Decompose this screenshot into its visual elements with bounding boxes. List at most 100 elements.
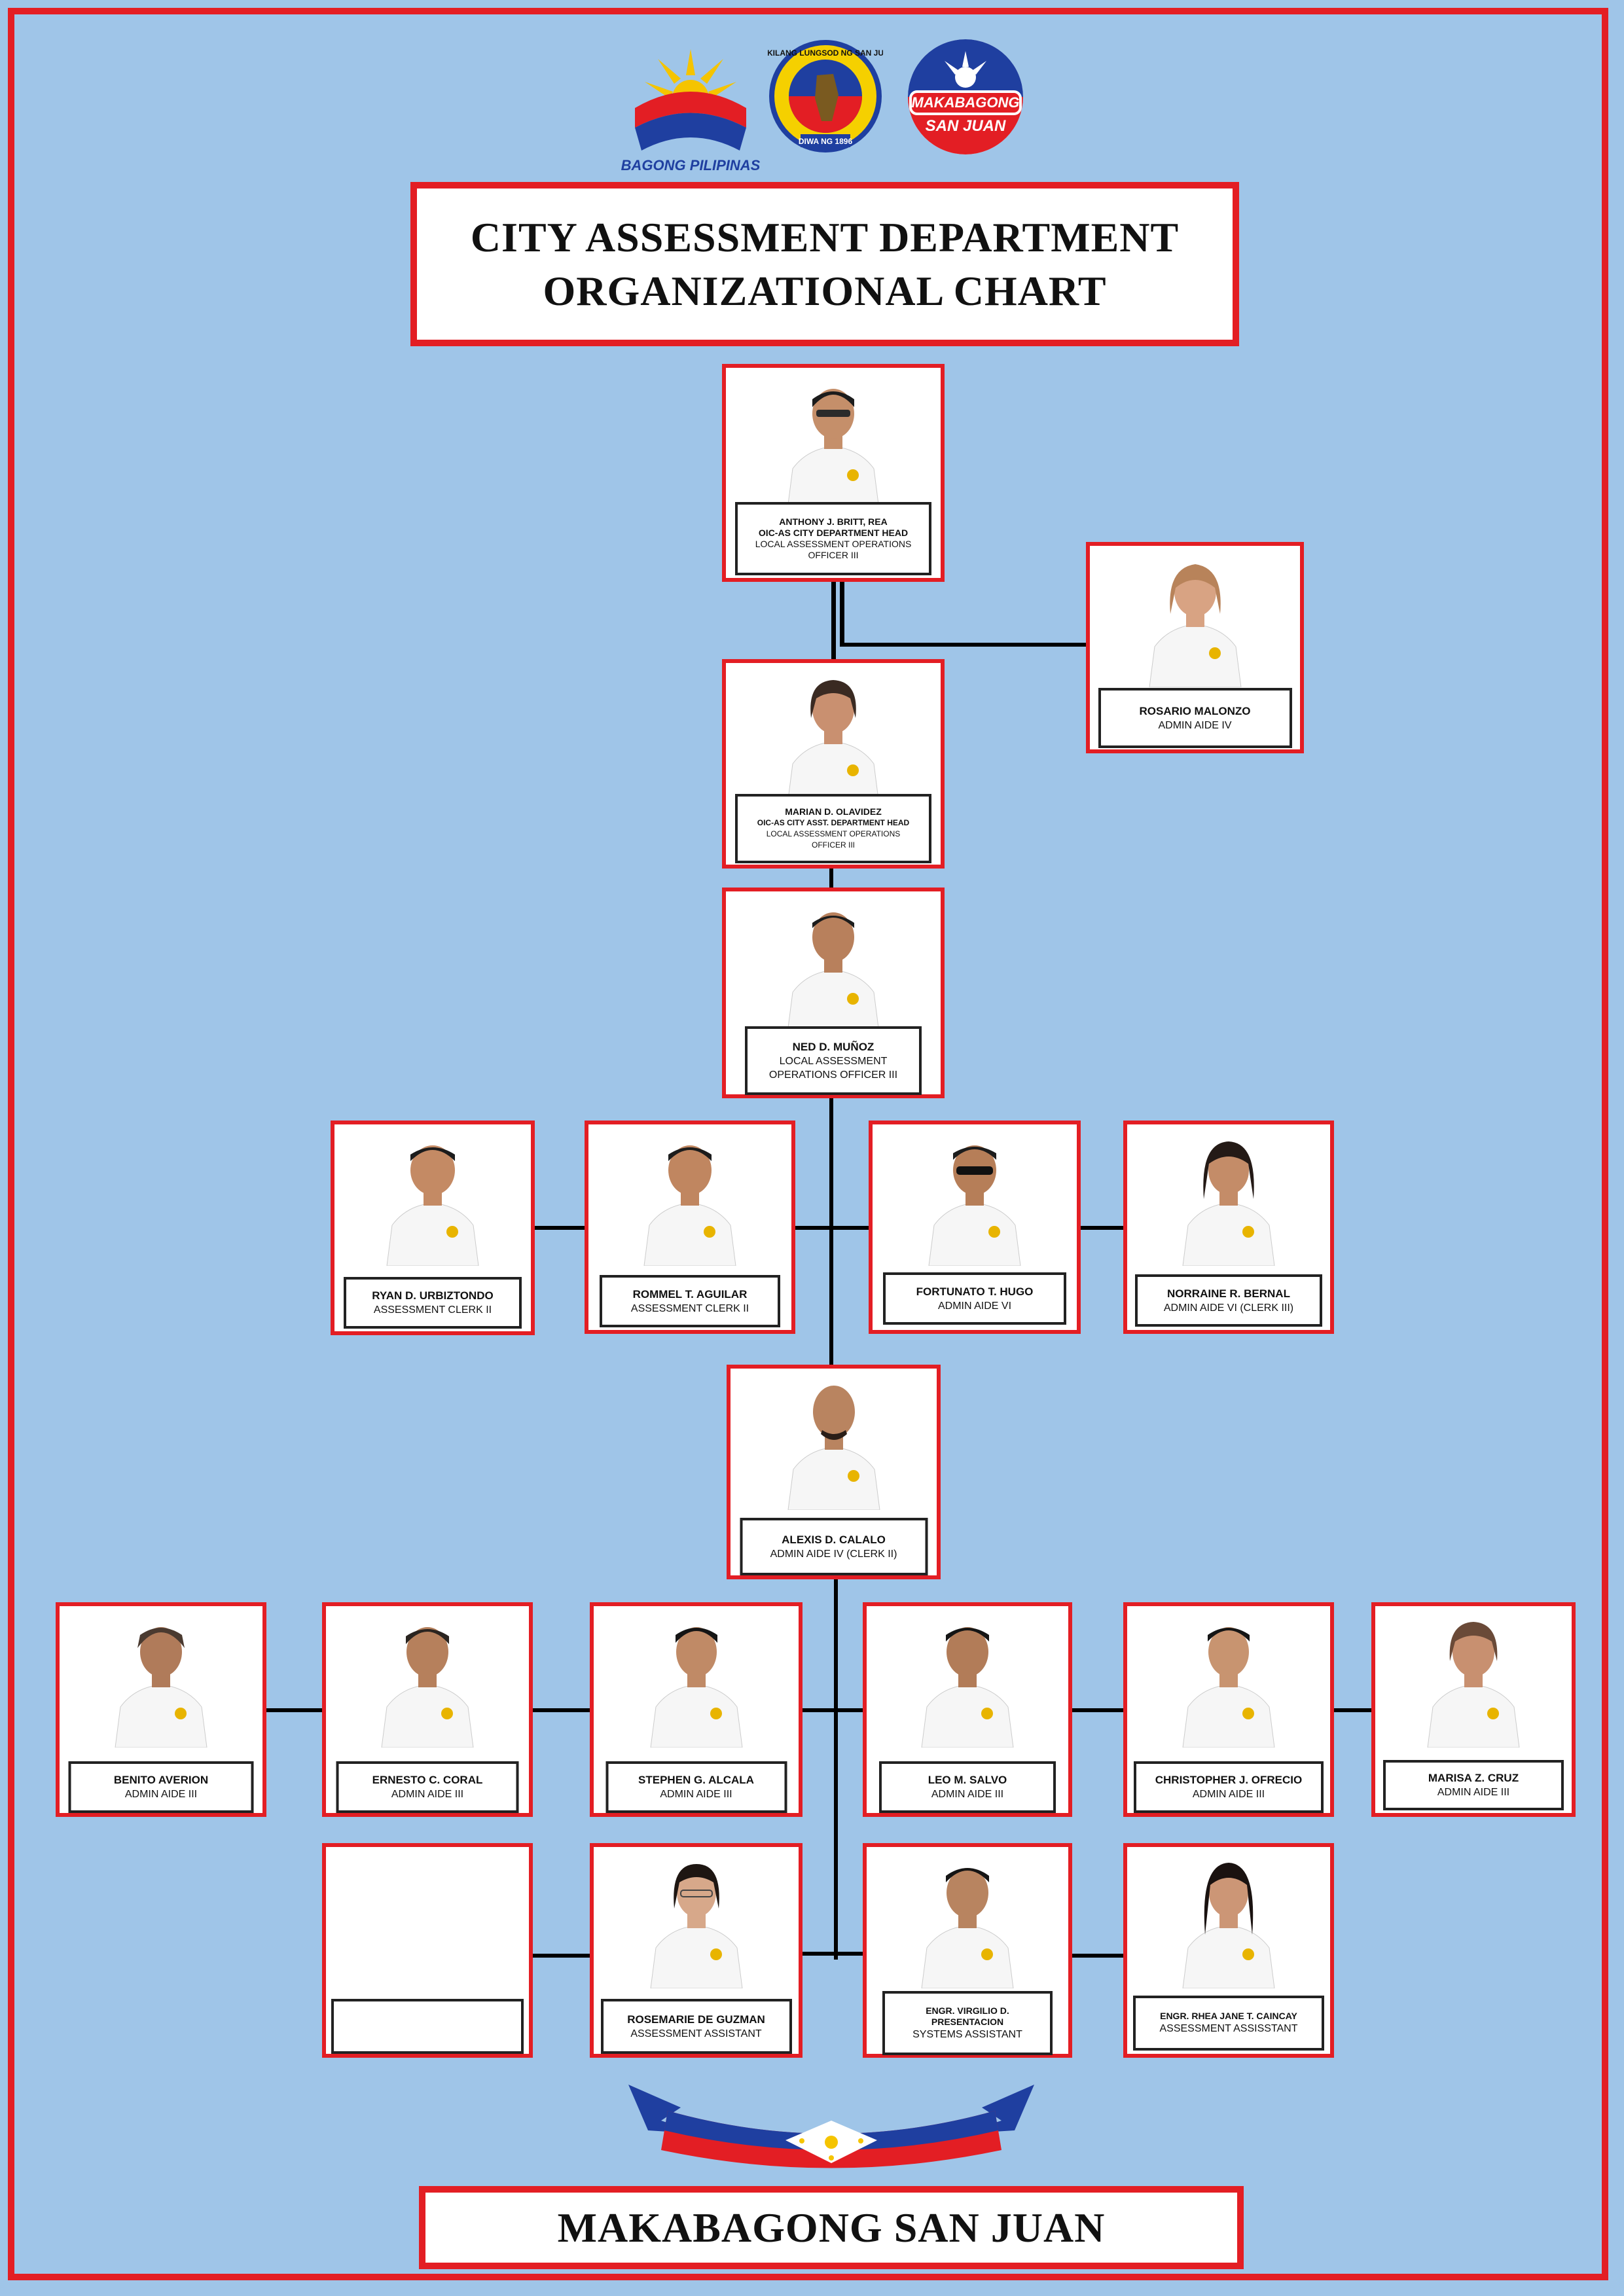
chart-title-line-1: CITY ASSESSMENT DEPARTMENT: [470, 213, 1180, 260]
footer-text: MAKABAGONG SAN JUAN: [557, 2204, 1106, 2251]
name-label: STEPHEN G. ALCALA ADMIN AIDE III: [605, 1761, 787, 1813]
svg-text:BAGONG PILIPINAS: BAGONG PILIPINAS: [621, 157, 761, 173]
svg-text:DIWA NG 1896: DIWA NG 1896: [799, 137, 853, 146]
name-label: ROSEMARIE DE GUZMAN ASSESSMENT ASSISTANT: [600, 1999, 792, 2054]
card-hugo: FORTUNATO T. HUGO ADMIN AIDE VI: [869, 1121, 1081, 1334]
card-coral: ERNESTO C. CORAL ADMIN AIDE III: [322, 1602, 533, 1817]
connector-line: [1079, 1226, 1125, 1230]
person-name: FORTUNATO T. HUGO: [916, 1285, 1034, 1298]
connector-line: [840, 581, 844, 647]
person-position: OIC-AS CITY ASST. DEPARTMENT HEAD: [757, 818, 910, 827]
connector-line: [1333, 1708, 1373, 1712]
card-malonzo: ROSARIO MALONZO ADMIN AIDE IV: [1086, 542, 1304, 753]
person-name: ERNESTO C. CORAL: [372, 1774, 483, 1786]
name-label: ALEXIS D. CALALO ADMIN AIDE IV (CLERK II…: [740, 1518, 928, 1575]
card-salvo: LEO M. SALVO ADMIN AIDE III: [863, 1602, 1072, 1817]
person-position: OFFICER III: [812, 840, 855, 850]
card-olavidez: MARIAN D. OLAVIDEZ OIC-AS CITY ASST. DEP…: [722, 659, 945, 869]
person-position: OPERATIONS OFFICER III: [768, 1069, 898, 1081]
portrait-photo: [594, 1850, 799, 1988]
person-name: ENGR. VIRGILIO D.: [926, 2005, 1009, 2016]
person-position: ASSESSMENT ASSISSTANT: [1159, 2023, 1298, 2034]
portrait-photo: [867, 1609, 1068, 1748]
person-position: ADMIN AIDE VI (CLERK III): [1163, 1302, 1294, 1314]
person-name: MARISA Z. CRUZ: [1428, 1772, 1519, 1784]
person-position: LOCAL ASSESSMENT: [779, 1055, 888, 1067]
person-position: ADMIN AIDE IV (CLERK II): [770, 1548, 897, 1560]
card-presentacion: ENGR. VIRGILIO D. PRESENTACION SYSTEMS A…: [863, 1843, 1072, 2058]
portrait-photo: [1090, 548, 1300, 687]
portrait-photo: [867, 1850, 1068, 1988]
person-position: ADMIN AIDE III: [1192, 1789, 1265, 1800]
portrait-photo: [326, 1609, 529, 1748]
connector-line: [532, 1708, 593, 1712]
bagong-pilipinas-logo: BAGONG PILIPINAS: [621, 49, 761, 173]
person-name: BENITO AVERION: [113, 1774, 209, 1786]
card-caincay: ENGR. RHEA JANE T. CAINCAY ASSESSMENT AS…: [1123, 1843, 1334, 2058]
portrait-photo: [594, 1609, 799, 1748]
card-guzman: ROSEMARIE DE GUZMAN ASSESSMENT ASSISTANT: [590, 1843, 803, 2058]
card-ofrecio: CHRISTOPHER J. OFRECIO ADMIN AIDE III: [1123, 1602, 1334, 1817]
person-name: STEPHEN G. ALCALA: [638, 1774, 754, 1786]
person-position: ADMIN AIDE IV: [1158, 719, 1232, 731]
name-label: ENGR. VIRGILIO D. PRESENTACION SYSTEMS A…: [882, 1991, 1053, 2055]
connector-line: [801, 1708, 866, 1712]
makabagong-san-juan-logo: MAKABAGONG SAN JUAN: [908, 39, 1023, 154]
person-position: ADMIN AIDE III: [1437, 1787, 1510, 1798]
chart-title-line-2: ORGANIZATIONAL CHART: [543, 267, 1107, 314]
person-name: ROSARIO MALONZO: [1139, 704, 1251, 717]
card-calalo: ALEXIS D. CALALO ADMIN AIDE IV (CLERK II…: [727, 1365, 941, 1579]
person-name: MARIAN D. OLAVIDEZ: [785, 806, 882, 817]
name-label: BENITO AVERION ADMIN AIDE III: [68, 1761, 254, 1813]
portrait-photo: [1127, 1127, 1330, 1266]
name-label: NORRAINE R. BERNAL ADMIN AIDE VI (CLERK …: [1135, 1274, 1322, 1327]
name-label: CHRISTOPHER J. OFRECIO ADMIN AIDE III: [1134, 1761, 1324, 1813]
footer-banner: MAKABAGONG SAN JUAN: [419, 2186, 1244, 2269]
connector-line: [840, 643, 1087, 647]
name-label-empty: [331, 1999, 524, 2054]
person-position: ADMIN AIDE III: [124, 1789, 198, 1800]
portrait-photo: [334, 1127, 531, 1266]
connector-line: [1071, 1708, 1126, 1712]
name-label: MARIAN D. OLAVIDEZ OIC-AS CITY ASST. DEP…: [735, 794, 931, 863]
person-position: ASSESSMENT ASSISTANT: [630, 2028, 762, 2039]
person-position: ADMIN AIDE VI: [937, 1300, 1012, 1312]
person-position: ADMIN AIDE III: [391, 1789, 464, 1800]
card-britt: ANTHONY J. BRITT, REA OIC-AS CITY DEPART…: [722, 364, 945, 582]
portrait-photo: [726, 666, 941, 804]
person-position: ASSESSMENT CLERK II: [373, 1304, 492, 1316]
person-position: ADMIN AIDE III: [660, 1789, 732, 1800]
card-cruz: MARISA Z. CRUZ ADMIN AIDE III: [1371, 1602, 1576, 1817]
card-munoz: NED D. MUÑOZ LOCAL ASSESSMENT OPERATIONS…: [722, 888, 945, 1098]
name-label: ANTHONY J. BRITT, REA OIC-AS CITY DEPART…: [735, 502, 931, 575]
connector-line: [829, 869, 833, 888]
svg-text:SAN JUAN: SAN JUAN: [926, 117, 1006, 135]
card-alcala: STEPHEN G. ALCALA ADMIN AIDE III: [590, 1602, 803, 1817]
portrait-photo: [1127, 1609, 1330, 1748]
philippine-flag-ribbon: [628, 2085, 1034, 2168]
person-name: ROMMEL T. AGUILAR: [632, 1287, 748, 1300]
card-urbiztondo: RYAN D. URBIZTONDO ASSESSMENT CLERK II: [331, 1121, 535, 1335]
person-name: LEO M. SALVO: [928, 1774, 1007, 1786]
person-position: OFFICER III: [808, 550, 859, 560]
card-averion: BENITO AVERION ADMIN AIDE III: [56, 1602, 266, 1817]
person-name: PRESENTACION: [931, 2016, 1004, 2027]
svg-text:MAKABAGONG: MAKABAGONG: [912, 94, 1020, 111]
name-label: ROSARIO MALONZO ADMIN AIDE IV: [1098, 688, 1292, 748]
name-label: ENGR. RHEA JANE T. CAINCAY ASSESSMENT AS…: [1133, 1996, 1324, 2051]
card-aguilar: ROMMEL T. AGUILAR ASSESSMENT CLERK II: [585, 1121, 795, 1334]
person-name: ANTHONY J. BRITT, REA: [779, 516, 888, 527]
name-label: RYAN D. URBIZTONDO ASSESSMENT CLERK II: [344, 1277, 522, 1329]
page-border: [8, 8, 1608, 2280]
name-label: ROMMEL T. AGUILAR ASSESSMENT CLERK II: [600, 1275, 780, 1327]
person-position: ASSESSMENT CLERK II: [630, 1302, 749, 1314]
portrait-photo: [1127, 1850, 1330, 1988]
person-name: ENGR. RHEA JANE T. CAINCAY: [1160, 2011, 1297, 2021]
person-name: NED D. MUÑOZ: [792, 1040, 875, 1053]
portrait-photo: [731, 1371, 937, 1510]
portrait-photo: [726, 894, 941, 1033]
person-name: CHRISTOPHER J. OFRECIO: [1155, 1774, 1303, 1786]
person-position: LOCAL ASSESSMENT OPERATIONS: [755, 539, 912, 549]
svg-text:DAKILANG LUNGSOD NG SAN JUAN: DAKILANG LUNGSOD NG SAN JUAN: [768, 48, 883, 58]
name-label: MARISA Z. CRUZ ADMIN AIDE III: [1383, 1760, 1564, 1810]
